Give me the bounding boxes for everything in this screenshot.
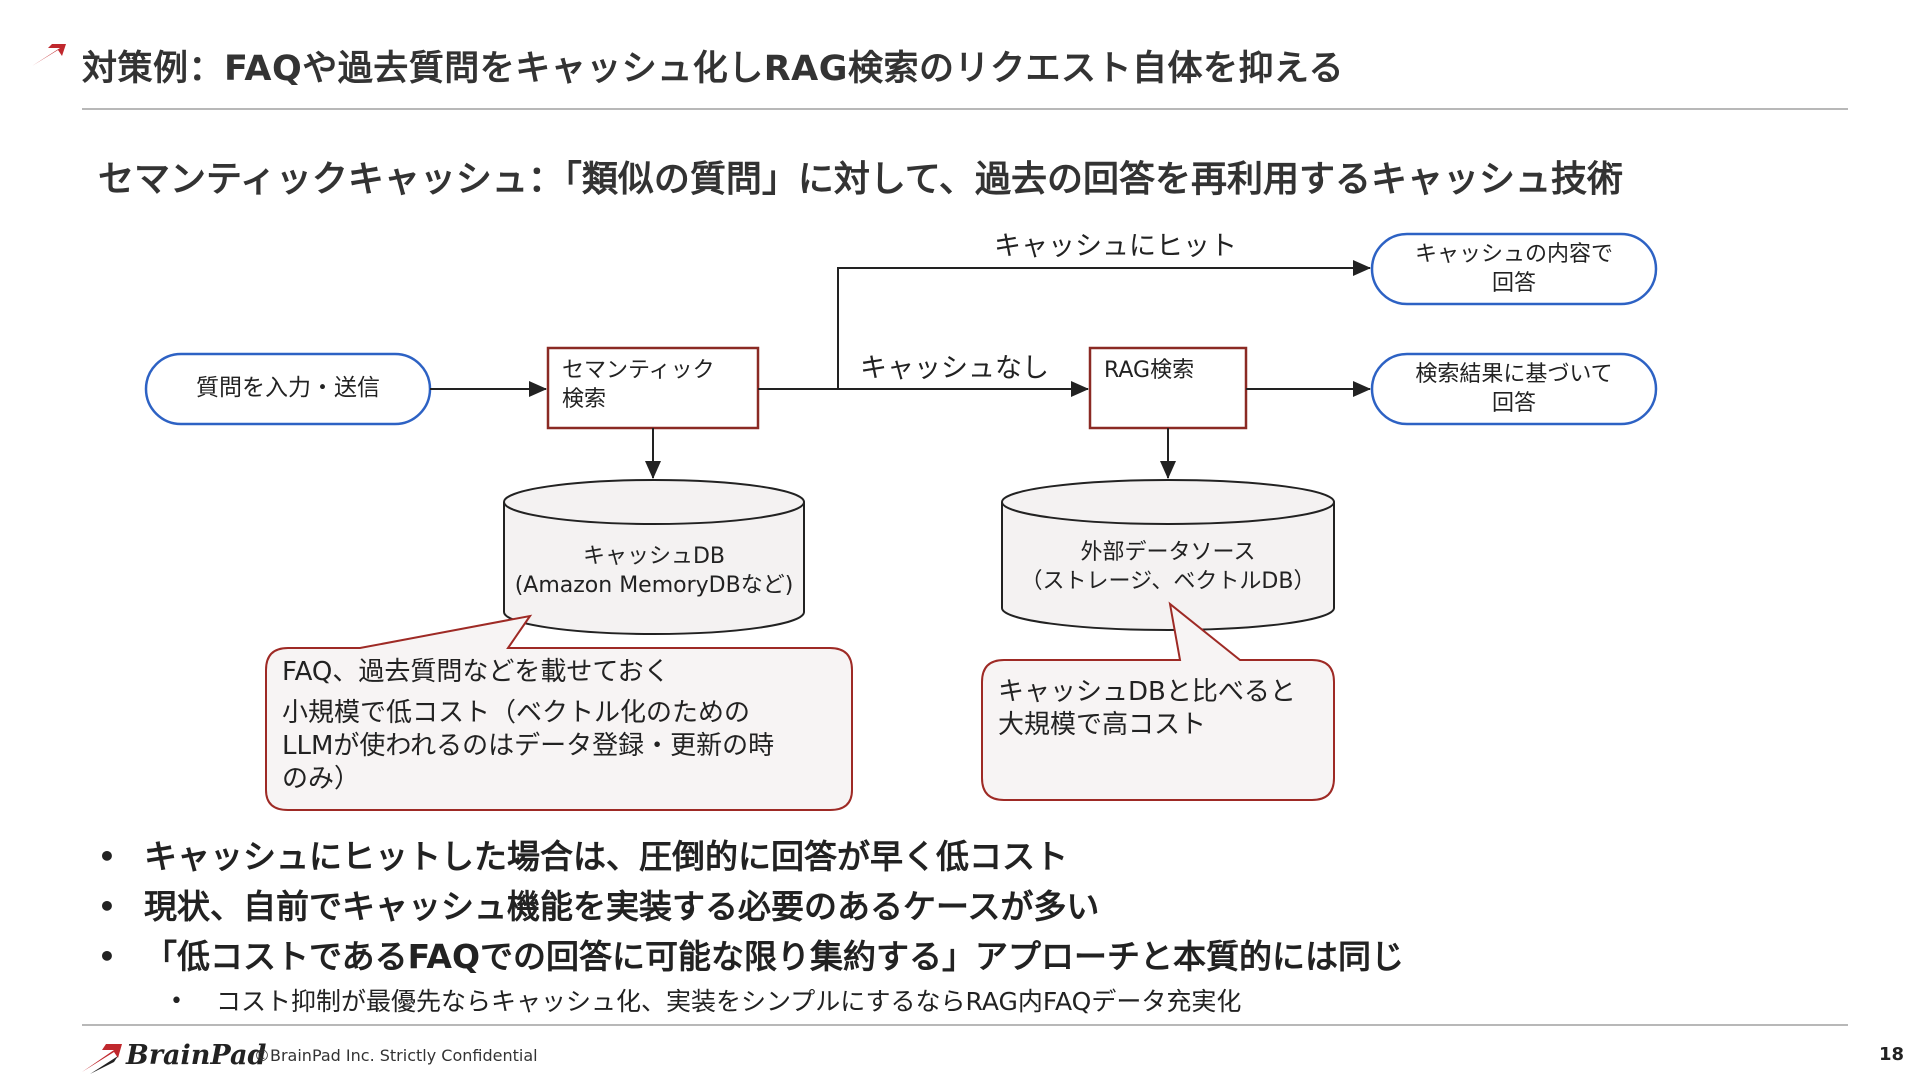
cache-hit-terminal-node <box>1370 232 1658 306</box>
external-source-line2: （ストレージ、ベクトルDB） <box>1020 569 1316 594</box>
callout-right-bubble <box>981 601 1335 801</box>
semantic-search-label-line2: 検索 <box>562 387 607 412</box>
brainpad-logo-icon <box>82 1044 122 1074</box>
bullet-dot: • <box>98 840 116 873</box>
slide-title: 対策例：FAQや過去質問をキャッシュ化しRAG検索のリクエスト自体を抑える <box>82 49 1344 89</box>
sub-bullet-dot: • <box>170 989 183 1014</box>
bullet-text: 「低コストであるFAQでの回答に可能な限り集約する」アプローチと本質的には同じ <box>144 937 1405 976</box>
cache-db-cylinder <box>503 479 805 635</box>
copyright-text: ©BrainPad Inc. Strictly Confidential <box>254 1046 538 1065</box>
sub-bullet-item: • コスト抑制が最優先ならキャッシュ化、実装をシンプルにするならRAG内FAQデー… <box>96 982 1404 1022</box>
callout-right-line2: 大規模で高コスト <box>998 710 1207 740</box>
semantic-search-label-line1: セマンティック <box>562 358 715 383</box>
cache-hit-result-line2: 回答 <box>1491 271 1536 296</box>
slide-subtitle: セマンティックキャッシュ：「類似の質問」に対して、過去の回答を再利用するキャッシ… <box>98 159 1623 200</box>
bullet-item: • キャッシュにヒットした場合は、圧倒的に回答が早く低コスト <box>96 832 1404 882</box>
page-number: 18 <box>1878 1044 1904 1065</box>
search-result-label: 検索結果に基づいて 回答 <box>1372 360 1656 418</box>
bullet-text: 現状、自前でキャッシュ機能を実装する必要のあるケースが多い <box>144 887 1100 926</box>
title-divider <box>82 108 1848 110</box>
callout-left-line4: のみ） <box>282 764 361 794</box>
footer-divider <box>82 1024 1848 1026</box>
cache-hit-result-label: キャッシュの内容で 回答 <box>1372 240 1656 298</box>
cache-hit-result-line1: キャッシュの内容で <box>1414 242 1613 267</box>
edge-label-no-cache: キャッシュなし <box>860 353 1049 384</box>
input-node-label: 質問を入力・送信 <box>196 375 380 401</box>
search-result-line1: 検索結果に基づいて <box>1415 362 1613 387</box>
bullet-dot: • <box>98 940 116 973</box>
title-arrow-mark-icon <box>32 44 66 66</box>
cache-db-line2: (Amazon MemoryDBなど) <box>514 573 794 598</box>
callout-left-line2: 小規模で低コスト（ベクトル化のための <box>282 698 751 728</box>
edge-cache-hit <box>837 260 1371 389</box>
bullet-list: • キャッシュにヒットした場合は、圧倒的に回答が早く低コスト • 現状、自前でキャッ… <box>96 832 1404 1022</box>
callout-left-bubble <box>265 614 853 811</box>
sub-bullet-text: コスト抑制が最優先ならキャッシュ化、実装をシンプルにするならRAG内FAQデータ… <box>216 987 1242 1016</box>
semantic-search-label: セマンティック 検索 <box>562 356 715 414</box>
callout-left-line1: FAQ、過去質問などを載せておく <box>282 657 670 687</box>
callout-right-line1: キャッシュDBと比べると <box>998 677 1296 707</box>
cache-db-line1: キャッシュDB <box>582 544 726 569</box>
bullet-text: キャッシュにヒットした場合は、圧倒的に回答が早く低コスト <box>144 837 1068 876</box>
callout-left-text: FAQ、過去質問などを載せておく 小規模で低コスト（ベクトル化のための LLMが… <box>282 656 774 796</box>
bullet-item: • 「低コストであるFAQでの回答に可能な限り集約する」アプローチと本質的には同じ <box>96 932 1404 982</box>
external-source-label: 外部データソース （ストレージ、ベクトルDB） <box>1002 538 1334 596</box>
bullet-dot: • <box>98 890 116 923</box>
search-result-line2: 回答 <box>1491 391 1536 416</box>
callout-right-text: キャッシュDBと比べると 大規模で高コスト <box>998 676 1296 742</box>
brainpad-logo-text: BrainPad <box>126 1040 267 1071</box>
callout-left-line3: LLMが使われるのはデータ登録・更新の時 <box>282 731 775 761</box>
rag-search-label: RAG検索 <box>1104 358 1195 383</box>
external-source-cylinder <box>1001 479 1335 631</box>
edge-label-cache-hit: キャッシュにヒット <box>994 231 1237 262</box>
cache-db-label: キャッシュDB (Amazon MemoryDBなど) <box>504 542 804 600</box>
search-result-terminal-node <box>1370 352 1658 426</box>
external-source-line1: 外部データソース <box>1080 540 1256 565</box>
bullet-item: • 現状、自前でキャッシュ機能を実装する必要のあるケースが多い <box>96 882 1404 932</box>
